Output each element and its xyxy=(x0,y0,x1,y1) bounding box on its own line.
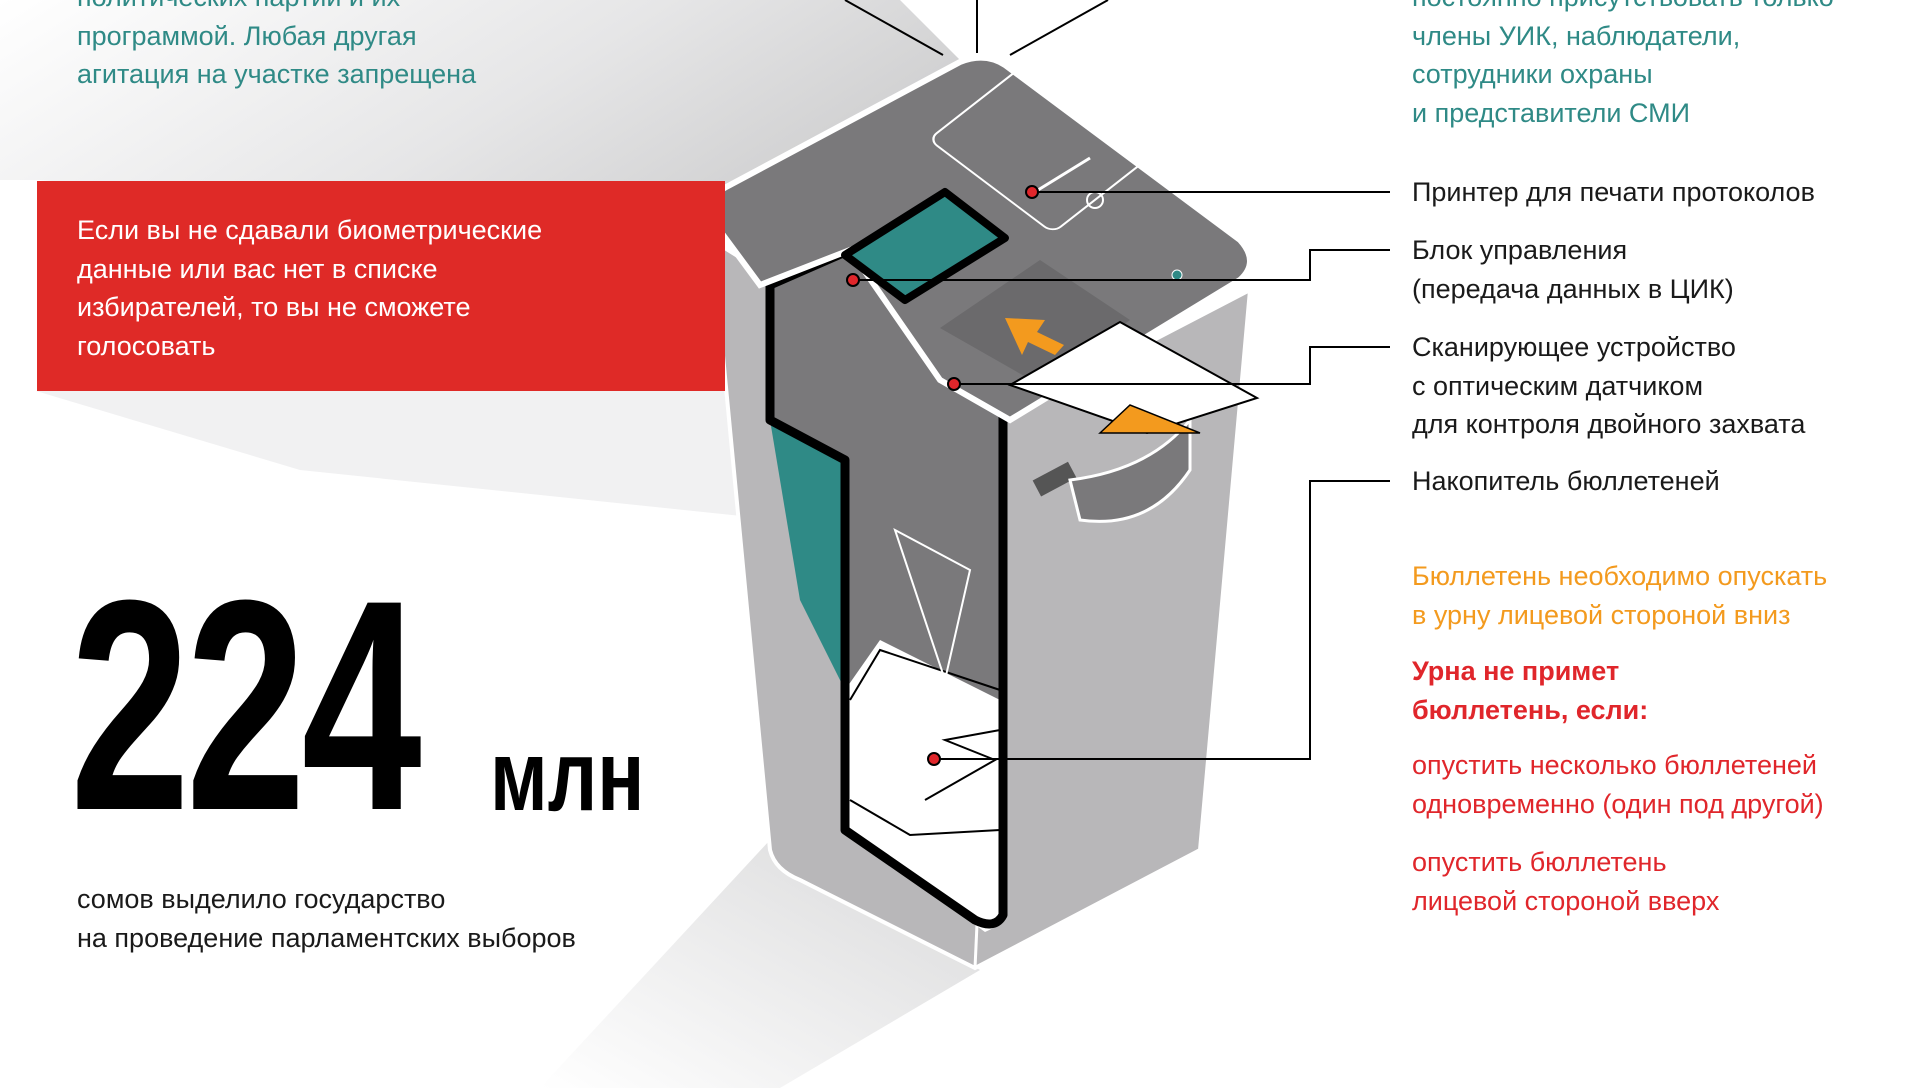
instruction-face-down: Бюллетень необходимо опускать в урну лиц… xyxy=(1412,557,1827,634)
ballot-paper xyxy=(1007,320,1260,435)
scanner-dot xyxy=(947,377,961,391)
callout-control: Блок управления (передача данных в ЦИК) xyxy=(1412,231,1734,308)
warning-line: голосовать xyxy=(77,330,216,361)
callout-storage: Накопитель бюллетеней xyxy=(1412,462,1720,501)
instruction-line: Бюллетень необходимо опускать xyxy=(1412,561,1828,591)
reject-reason-1: опустить несколько бюллетеней одновремен… xyxy=(1412,746,1824,823)
note-line: постоянно присутствовать только xyxy=(1412,0,1834,17)
note-line: программой. Любая другая xyxy=(77,20,417,51)
storage-dot xyxy=(927,752,941,766)
warning-text: Если вы не сдавали биометрические данные… xyxy=(77,211,542,365)
callout-scanner: Сканирующее устройство с оптическим датч… xyxy=(1412,328,1805,444)
touch-screen xyxy=(841,188,1009,304)
budget-value: 224 xyxy=(70,537,422,873)
warning-line: Если вы не сдавали биометрические xyxy=(77,215,543,245)
caption-line: сомов выделило государство xyxy=(77,884,446,914)
callout-line: для контроля двойного захвата xyxy=(1412,409,1806,439)
instruction-line: опустить бюллетень xyxy=(1412,847,1667,877)
top-leader-lines xyxy=(844,0,1109,56)
note-line: агитация на участке запрещена xyxy=(77,59,477,89)
instruction-line: лицевой стороной вверх xyxy=(1412,885,1720,916)
instruction-line: Урна не примет xyxy=(1412,656,1620,686)
callout-dots xyxy=(846,185,1039,766)
note-line: сотрудники охраны xyxy=(1412,59,1653,89)
callout-line: с оптическим датчиком xyxy=(1412,370,1704,401)
callout-line: Накопитель бюллетеней xyxy=(1412,466,1720,496)
note-line: члены УИК, наблюдатели, xyxy=(1412,20,1741,51)
floor-shadow-left xyxy=(36,391,780,520)
instruction-line: одновременно (один под другой) xyxy=(1412,788,1824,819)
printer-dot xyxy=(1025,185,1039,199)
callout-lines xyxy=(853,191,1390,760)
instruction-line: опустить несколько бюллетеней xyxy=(1412,750,1817,780)
callout-line: Сканирующее устройство xyxy=(1412,332,1736,362)
reject-reason-2: опустить бюллетень лицевой стороной ввер… xyxy=(1412,843,1719,920)
arrow-icon xyxy=(1005,318,1064,355)
caption-line: на проведение парламентских выборов xyxy=(77,922,576,953)
callout-line: Принтер для печати протоколов xyxy=(1412,177,1815,207)
callout-line: (передача данных в ЦИК) xyxy=(1412,273,1734,304)
right-top-note: постоянно присутствовать только члены УИ… xyxy=(1412,0,1834,132)
warning-box: Если вы не сдавали биометрические данные… xyxy=(37,181,725,391)
callout-line: Блок управления xyxy=(1412,235,1628,265)
left-top-note: политических партий и их программой. Люб… xyxy=(77,0,476,94)
instruction-line: в урну лицевой стороной вниз xyxy=(1412,599,1791,630)
floor-shadow-top xyxy=(0,0,960,240)
reject-title: Урна не примет бюллетень, если: xyxy=(1412,652,1648,729)
warning-line: избирателей, то вы не сможете xyxy=(77,292,471,322)
budget-caption: сомов выделило государство на проведение… xyxy=(77,880,576,957)
budget-unit: млн xyxy=(490,720,645,832)
instruction-line: бюллетень, если: xyxy=(1412,694,1649,725)
callout-printer: Принтер для печати протоколов xyxy=(1412,173,1815,212)
note-line: политических партий и их xyxy=(77,0,476,17)
control-dot xyxy=(846,273,860,287)
note-line: и представители СМИ xyxy=(1412,97,1691,128)
warning-line: данные или вас нет в списке xyxy=(77,253,438,284)
